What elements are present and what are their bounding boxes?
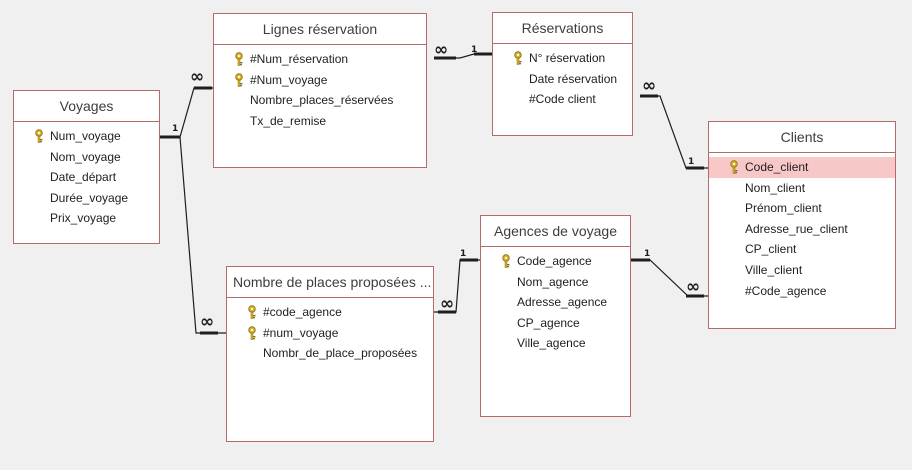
field-row[interactable]: #Num_réservation — [214, 49, 426, 70]
cardinality-many-label: ∞ — [440, 294, 454, 314]
field-row[interactable]: CP_client — [709, 239, 895, 260]
field-name: Tx_de_remise — [250, 113, 327, 128]
field-row[interactable]: Ville_agence — [481, 333, 630, 354]
field-name: Adresse_rue_client — [745, 221, 848, 236]
field-name: Code_agence — [517, 254, 592, 268]
primary-key-icon — [501, 254, 511, 268]
field-row[interactable]: Nombre_places_réservées — [214, 90, 426, 111]
field-name: Ville_client — [745, 262, 803, 277]
field-row[interactable]: Date réservation — [493, 69, 632, 90]
primary-key-icon — [729, 160, 739, 174]
table-title[interactable]: Agences de voyage — [481, 216, 630, 247]
field-row[interactable]: Code_agence — [481, 251, 630, 272]
primary-key-icon — [34, 129, 44, 143]
field-name: Nombr_de_place_proposées — [263, 346, 418, 361]
field-row[interactable]: N° réservation — [493, 48, 632, 69]
field-row[interactable]: Nom_voyage — [14, 147, 159, 168]
relation-line-voyages-lignes[interactable] — [160, 87, 218, 138]
field-name: Nombre_places_réservées — [250, 93, 394, 108]
field-name: Durée_voyage — [50, 190, 129, 205]
cardinality-many-label: ∞ — [686, 277, 700, 297]
field-row[interactable]: Adresse_rue_client — [709, 219, 895, 240]
field-row[interactable]: Nom_agence — [481, 272, 630, 293]
field-name: Num_voyage — [50, 129, 121, 143]
field-row[interactable]: #Code client — [493, 89, 632, 110]
field-name: #Num_réservation — [250, 52, 349, 66]
table-title[interactable]: Clients — [709, 122, 895, 153]
field-row[interactable]: Tx_de_remise — [214, 111, 426, 132]
field-row[interactable]: #code_agence — [227, 302, 433, 323]
cardinality-many-label: ∞ — [200, 312, 214, 332]
field-name: Date réservation — [529, 71, 618, 86]
field-row[interactable]: Nom_client — [709, 178, 895, 199]
field-row[interactable]: CP_agence — [481, 313, 630, 334]
relation-line-clients-reservations[interactable] — [640, 95, 708, 169]
field-name: #Code client — [529, 92, 596, 107]
field-name: Code_client — [745, 160, 809, 174]
field-row[interactable]: Code_client — [709, 157, 895, 178]
field-name: Prénom_client — [745, 201, 822, 216]
primary-key-icon — [234, 72, 244, 87]
primary-key-icon — [513, 51, 523, 65]
field-name: #Num_voyage — [250, 72, 328, 87]
cardinality-one-label: 1 — [471, 45, 477, 55]
field-row[interactable]: Durée_voyage — [14, 188, 159, 209]
table-title[interactable]: Lignes réservation — [214, 14, 426, 45]
table-title[interactable]: Voyages — [14, 91, 159, 122]
field-name: Date_départ — [50, 170, 117, 185]
field-name: Nom_client — [745, 180, 806, 195]
cardinality-one-label: 1 — [172, 124, 178, 134]
field-name: #Code_agence — [745, 283, 827, 298]
field-row[interactable]: Prénom_client — [709, 198, 895, 219]
field-row[interactable]: Num_voyage — [14, 126, 159, 147]
field-row[interactable]: Adresse_agence — [481, 292, 630, 313]
field-name: #code_agence — [263, 305, 342, 319]
primary-key-icon — [234, 52, 244, 66]
field-row[interactable]: Prix_voyage — [14, 208, 159, 229]
field-name: Ville_agence — [517, 336, 586, 351]
field-row[interactable]: Ville_client — [709, 260, 895, 281]
primary-key-icon — [247, 325, 257, 340]
field-row[interactable]: Nombr_de_place_proposées — [227, 343, 433, 364]
field-row[interactable]: #Num_voyage — [214, 70, 426, 91]
field-name: CP_agence — [517, 315, 580, 330]
field-name: CP_client — [745, 242, 797, 257]
field-name: Nom_voyage — [50, 149, 121, 164]
field-row[interactable]: #num_voyage — [227, 323, 433, 344]
field-name: Adresse_agence — [517, 295, 608, 310]
table-title[interactable]: Réservations — [493, 13, 632, 44]
field-name: N° réservation — [529, 51, 606, 65]
cardinality-many-label: ∞ — [642, 76, 656, 96]
field-name: Prix_voyage — [50, 211, 117, 226]
cardinality-one-label: 1 — [688, 157, 694, 167]
cardinality-many-label: ∞ — [190, 67, 204, 87]
table-nombre-places[interactable]: Nombre de places proposées ... #code_age… — [226, 266, 434, 442]
cardinality-many-label: ∞ — [434, 40, 448, 60]
cardinality-one-label: 1 — [644, 249, 650, 259]
field-row[interactable]: Date_départ — [14, 167, 159, 188]
field-name: Nom_agence — [517, 274, 589, 289]
table-lignes-reservation[interactable]: Lignes réservation #Num_réservation#Num_… — [213, 13, 427, 168]
field-name: #num_voyage — [263, 325, 339, 340]
table-title[interactable]: Nombre de places proposées ... — [227, 267, 433, 298]
primary-key-icon — [247, 305, 257, 319]
cardinality-one-label: 1 — [460, 249, 466, 259]
field-row[interactable]: #Code_agence — [709, 281, 895, 302]
